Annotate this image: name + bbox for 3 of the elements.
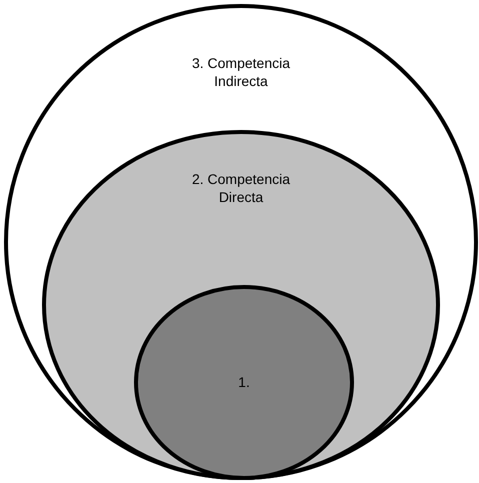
circle-label: 2. Competencia Directa	[190, 170, 292, 206]
circle-label: 3. Competencia Indirecta	[190, 54, 292, 90]
circle-label: 1.	[238, 373, 250, 391]
